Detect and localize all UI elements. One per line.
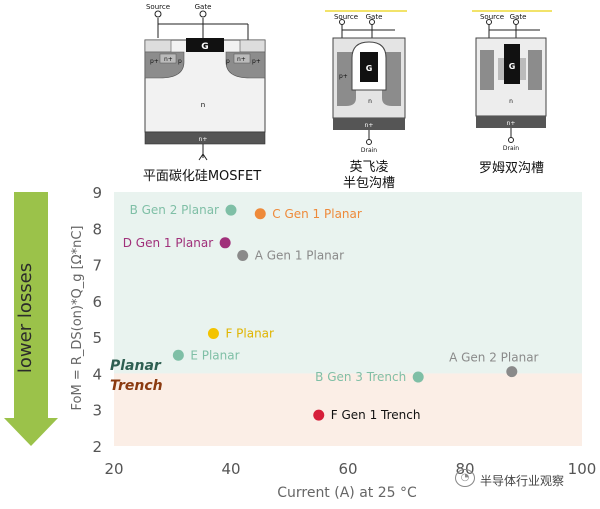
x-tick-label: 60 <box>338 460 357 478</box>
caption-infineon-line2: 半包沟槽 <box>342 176 395 191</box>
p-label-left: p <box>178 58 182 65</box>
y-tick-labels: 2 3 4 5 6 7 8 9 <box>92 184 102 456</box>
y-tick-label: 4 <box>92 365 102 383</box>
data-point-label: C Gen 1 Planar <box>272 207 362 221</box>
caption-rohm: 罗姆双沟槽 <box>478 161 544 176</box>
infineon-trench-diagram: Source Gate G p+ n n+ Drain <box>325 10 407 154</box>
data-point <box>254 208 266 220</box>
source-label-2: Source <box>334 13 358 21</box>
substrate-label-3: n+ <box>507 120 516 127</box>
data-point <box>207 328 219 340</box>
n-drift-label: n <box>201 101 205 109</box>
data-point-label: B Gen 3 Trench <box>315 370 406 384</box>
caption-planar-sic: 平面碳化硅MOSFET <box>142 169 262 184</box>
data-points: B Gen 2 Planar C Gen 1 Planar D Gen 1 Plan… <box>123 203 539 422</box>
pplus-label-right: p+ <box>252 58 261 65</box>
lower-losses-arrow: lower losses <box>4 192 58 446</box>
p-label-right: p <box>226 58 230 65</box>
nplus-label-left: n+ <box>164 56 173 63</box>
data-point <box>313 409 325 421</box>
pplus-label-left: p+ <box>150 58 159 65</box>
source-label: Source <box>146 3 170 11</box>
data-point <box>237 250 249 261</box>
data-point <box>412 371 424 383</box>
gate-g-label-3: G <box>509 62 516 71</box>
drain-label-2: Drain <box>361 147 377 154</box>
substrate-label: n+ <box>199 136 208 143</box>
nplus-label-right: n+ <box>237 56 246 63</box>
data-point-label: E Planar <box>190 348 239 362</box>
data-point-label: B Gen 2 Planar <box>130 203 219 217</box>
planar-region-label: Planar <box>110 358 162 374</box>
data-point <box>225 204 237 216</box>
gate-g-label-2: G <box>366 64 373 73</box>
pplus-label-2: p+ <box>339 73 348 80</box>
trench-region <box>114 373 582 446</box>
y-tick-label: 9 <box>92 184 102 202</box>
y-tick-label: 5 <box>92 329 102 347</box>
y-tick-label: 6 <box>92 293 102 311</box>
y-tick-label: 3 <box>92 402 102 420</box>
x-axis-label: Current (A) at 25 °C <box>277 485 417 501</box>
drain-label-3: Drain <box>503 145 519 152</box>
gate-label-2: Gate <box>366 13 383 21</box>
y-tick-label: 8 <box>92 220 102 238</box>
caption-infineon-line1: 英飞凌 <box>349 160 389 175</box>
data-point-label: F Planar <box>225 327 274 341</box>
n-label-3: n <box>509 98 513 105</box>
data-point-label: D Gen 1 Planar <box>123 236 213 250</box>
gate-g-label: G <box>201 42 208 52</box>
planar-mosfet-diagram: Source Gate G p+ n+ p p n+ p+ n n+ <box>144 3 266 161</box>
data-point <box>219 237 231 249</box>
n-label-2: n <box>368 98 372 105</box>
lower-losses-label: lower losses <box>15 263 36 373</box>
y-tick-label: 2 <box>92 438 102 456</box>
trench-region-label: Trench <box>110 378 163 394</box>
y-axis-label: FoM = R_DS(on)*Q_g [Ω*nC] <box>70 226 85 411</box>
data-point <box>506 366 518 378</box>
source-label-3: Source <box>480 13 504 21</box>
planar-region <box>114 192 582 374</box>
data-point <box>172 349 184 361</box>
data-point-label: F Gen 1 Trench <box>331 408 421 422</box>
gate-label-3: Gate <box>510 13 527 21</box>
gate-label: Gate <box>195 3 212 11</box>
wechat-icon: ◔ <box>455 469 475 487</box>
rohm-double-trench-diagram: Source Gate G n n+ Drain <box>472 10 552 152</box>
watermark-text: 半导体行业观察 <box>480 474 565 488</box>
data-point-label: A Gen 2 Planar <box>449 351 538 365</box>
x-tick-label: 40 <box>221 460 240 478</box>
x-tick-label: 20 <box>104 460 123 478</box>
y-tick-label: 7 <box>92 257 102 275</box>
data-point-label: A Gen 1 Planar <box>255 249 344 263</box>
x-tick-label: 100 <box>568 460 597 478</box>
substrate-label-2: n+ <box>365 122 374 129</box>
